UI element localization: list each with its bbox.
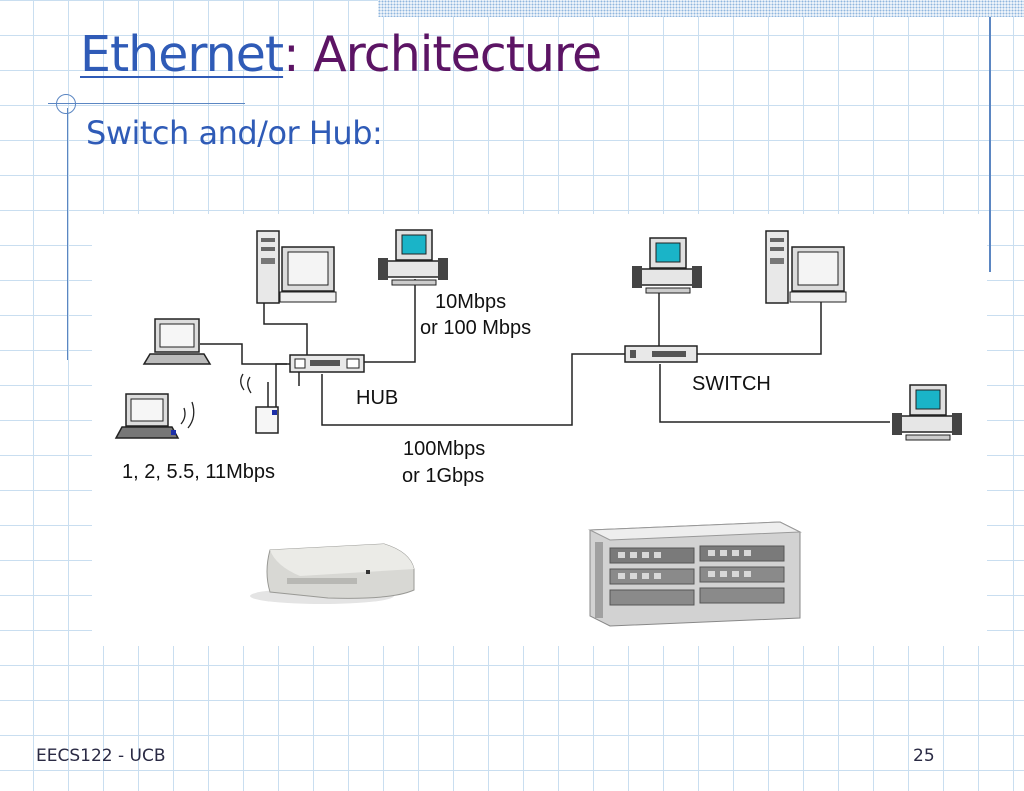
wireless-access-point-icon <box>240 373 279 434</box>
connection-lines <box>200 279 890 426</box>
title-underline-rule <box>48 103 245 104</box>
ethernet-link[interactable]: Ethernet <box>80 26 284 83</box>
line-ap-hub <box>275 363 292 409</box>
network-diagram-svg: 10Mbps or 100 Mbps HUB SWITCH 100Mbps or… <box>114 229 962 627</box>
network-diagram: 10Mbps or 100 Mbps HUB SWITCH 100Mbps or… <box>92 214 987 646</box>
line-laptop-hub <box>200 343 287 365</box>
desktop-pc-icon <box>892 384 962 441</box>
top-pattern-band <box>378 0 1024 17</box>
subtitle: Switch and/or Hub: <box>86 114 383 152</box>
left-accent-rule <box>67 108 68 360</box>
backbone-speed-label-line2: or 1Gbps <box>402 465 484 487</box>
line-desktop-hub <box>364 279 416 363</box>
line-tower-switch <box>697 301 822 355</box>
switch-icon <box>624 345 698 363</box>
page-title: Ethernet: Architecture <box>80 26 602 83</box>
hub-speed-label-line1: 10Mbps <box>435 291 506 313</box>
tower-pc-icon <box>256 230 337 304</box>
hub-photo <box>250 543 415 604</box>
line-tower-hub <box>263 302 308 357</box>
crosshair-ornament <box>56 94 76 114</box>
line-switch-desktop <box>659 364 890 423</box>
switch-chassis-photo <box>588 521 802 627</box>
course-label: EECS122 - UCB <box>36 746 166 766</box>
hub-speed-label-line2: or 100 Mbps <box>420 317 531 339</box>
switch-label: SWITCH <box>692 373 771 395</box>
laptop-icon <box>142 318 212 365</box>
wireless-speed-label: 1, 2, 5.5, 11Mbps <box>122 461 275 483</box>
page-number: 25 <box>913 746 935 766</box>
tower-pc-icon <box>765 230 847 304</box>
title-text: : Architecture <box>283 26 602 83</box>
hub-label: HUB <box>356 387 398 409</box>
wireless-laptop-icon <box>114 393 195 439</box>
line-hub-switch <box>321 353 625 426</box>
right-accent-rule <box>989 17 991 272</box>
backbone-speed-label-line1: 100Mbps <box>403 438 485 460</box>
desktop-pc-icon <box>632 237 702 294</box>
hub-icon <box>289 354 365 373</box>
desktop-pc-icon <box>378 229 448 286</box>
